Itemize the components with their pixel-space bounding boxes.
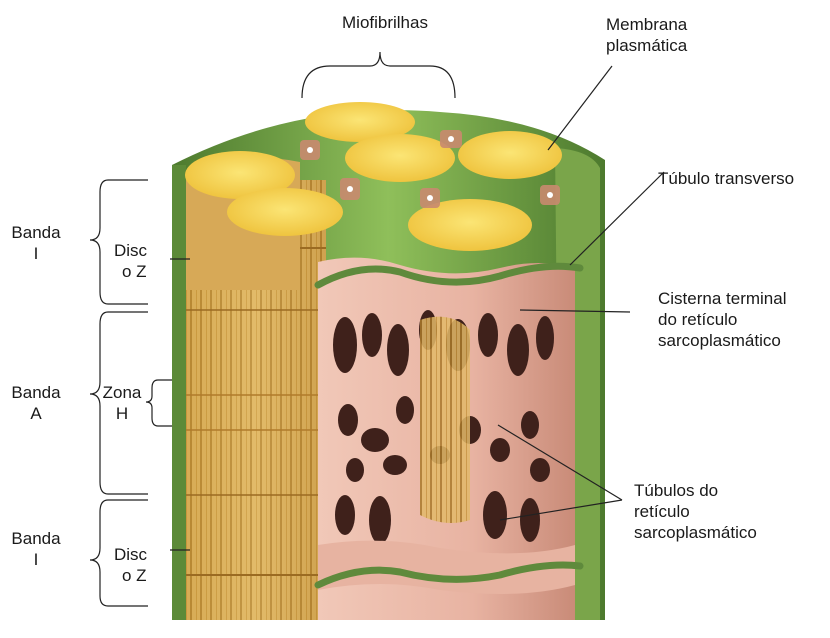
label-tubulos-line3: sarcoplasmático <box>634 522 757 543</box>
label-banda-i-bottom-line1: Banda <box>6 528 66 549</box>
label-cisterna-terminal: Cisterna terminal do retículo sarcoplasm… <box>658 288 787 351</box>
label-zona-h-line1: Zona <box>98 382 146 403</box>
label-disco-z-bottom-line1: Disc <box>114 544 147 565</box>
label-banda-i-bottom: Banda I <box>6 528 66 570</box>
label-miofibrilhas: Miofibrilhas <box>330 12 440 33</box>
label-banda-a-line2: A <box>6 403 66 424</box>
label-tubulos-reticulo: Túbulos do retículo sarcoplasmático <box>634 480 757 543</box>
label-membrana-line1: Membrana <box>606 14 687 35</box>
label-tubulo-transverso: Túbulo transverso <box>658 168 794 189</box>
label-membrana-line2: plasmática <box>606 35 687 56</box>
label-disco-z-top-line2: o Z <box>114 261 147 282</box>
label-banda-a: Banda A <box>6 382 66 424</box>
label-disco-z-top: Disc o Z <box>114 240 147 282</box>
label-cisterna-line1: Cisterna terminal <box>658 288 787 309</box>
label-banda-i-bottom-line2: I <box>6 549 66 570</box>
label-banda-i-top-line1: Banda <box>6 222 66 243</box>
label-zona-h: Zona H <box>98 382 146 424</box>
label-cisterna-line2: do retículo <box>658 309 787 330</box>
label-cisterna-line3: sarcoplasmático <box>658 330 787 351</box>
label-disco-z-bottom: Disc o Z <box>114 544 147 586</box>
label-banda-i-top: Banda I <box>6 222 66 264</box>
label-banda-a-line1: Banda <box>6 382 66 403</box>
label-zona-h-line2: H <box>98 403 146 424</box>
label-disco-z-bottom-line2: o Z <box>114 565 147 586</box>
label-membrana-plasmatica: Membrana plasmática <box>606 14 687 56</box>
label-banda-i-top-line2: I <box>6 243 66 264</box>
label-disco-z-top-line1: Disc <box>114 240 147 261</box>
label-tubulos-line2: retículo <box>634 501 757 522</box>
label-tubulos-line1: Túbulos do <box>634 480 757 501</box>
